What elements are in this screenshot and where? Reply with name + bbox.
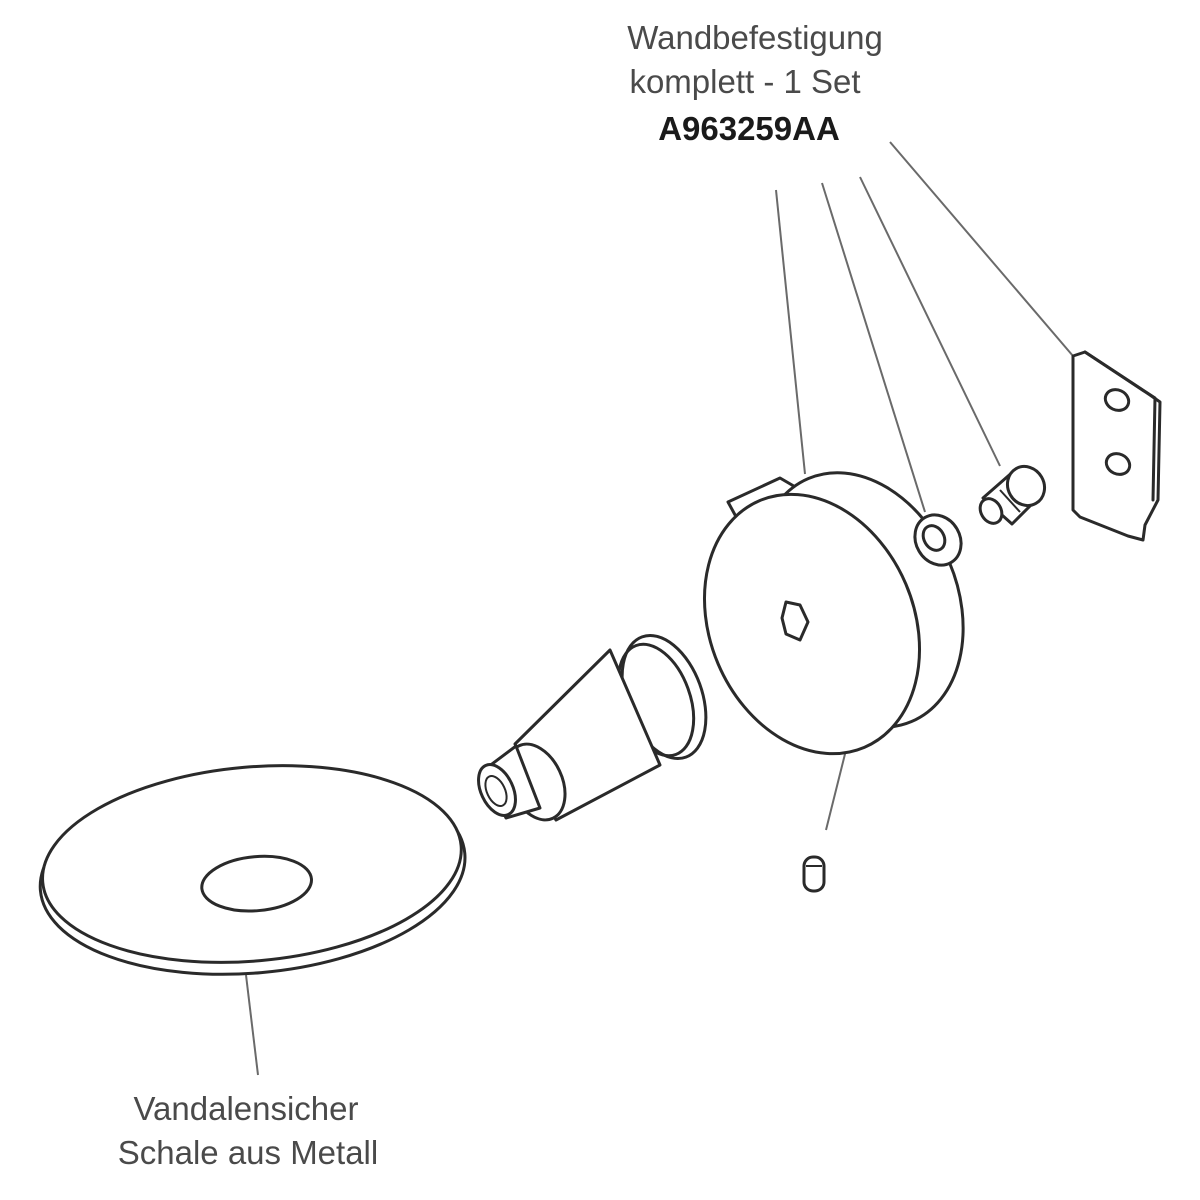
leader-lines xyxy=(245,141,1074,1076)
leader-line-nut xyxy=(821,182,926,513)
wall-mount-label-line1: Wandbefestigung xyxy=(627,19,883,56)
leader-line-bracket xyxy=(889,141,1074,357)
bracket-hole-bottom xyxy=(1104,452,1132,476)
bracket-hole-top xyxy=(1103,388,1131,412)
leader-line-bowl xyxy=(245,974,259,1076)
leader-line-base-plate xyxy=(775,189,806,475)
wall-mount-label-line2: komplett - 1 Set xyxy=(629,63,860,100)
leader-line-set-screw xyxy=(825,741,849,831)
wall-mount-part-number: A963259AA xyxy=(658,110,840,147)
leader-line-bolt xyxy=(859,176,1001,467)
bowl-label: Vandalensicher Schale aus Metall xyxy=(118,1090,378,1171)
round-base-plate xyxy=(702,471,965,756)
metal-bowl xyxy=(38,764,467,976)
bowl-center-ring xyxy=(200,854,313,913)
wall-bracket xyxy=(1071,350,1162,542)
base-center-hole xyxy=(780,600,810,642)
shaft-end-hole xyxy=(484,775,508,807)
bolt xyxy=(978,464,1047,526)
wall-mount-label: Wandbefestigung komplett - 1 Set A963259… xyxy=(627,19,883,147)
nut xyxy=(913,513,963,567)
shaft xyxy=(477,633,708,822)
bowl-label-line2: Schale aus Metall xyxy=(118,1134,378,1171)
set-screw xyxy=(802,855,826,893)
bowl-label-line1: Vandalensicher xyxy=(133,1090,358,1127)
